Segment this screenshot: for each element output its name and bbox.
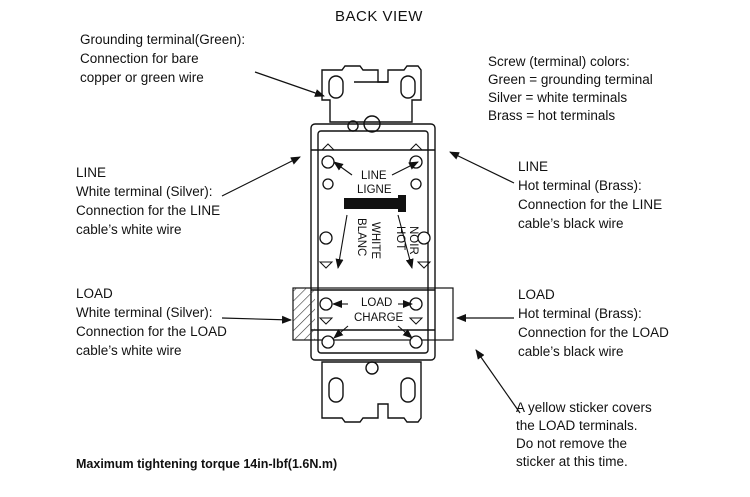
hot-side-screw-icon bbox=[417, 231, 431, 245]
sticker-note-2: the LOAD terminals. bbox=[516, 418, 638, 433]
load-white-desc-3: cable’s white wire bbox=[76, 343, 182, 358]
line-hot-desc-3: cable’s black wire bbox=[518, 216, 624, 231]
bottom-mounting-strap bbox=[321, 361, 422, 423]
white-side-screw-icon bbox=[319, 231, 333, 245]
load-hot-desc-3: cable’s black wire bbox=[518, 344, 624, 359]
device-label-charge: CHARGE bbox=[354, 312, 404, 324]
screw-color-green: Green = grounding terminal bbox=[488, 72, 653, 87]
line-hot-screw-icon bbox=[409, 155, 423, 169]
line-white-desc-1: White terminal (Silver): bbox=[76, 184, 213, 199]
line-white-desc-2: Connection for the LINE bbox=[76, 203, 221, 218]
device-label-white: WHITE bbox=[369, 222, 381, 259]
device-label-ligne: LIGNE bbox=[357, 184, 392, 196]
load-white-arrow bbox=[221, 315, 292, 324]
sticker-note-3: Do not remove the bbox=[516, 436, 628, 451]
line-hot-arrow bbox=[449, 151, 515, 184]
load-white-heading: LOAD bbox=[76, 286, 113, 301]
sticker-note-4: sticker at this time. bbox=[516, 454, 628, 469]
device-label-hot: HOT bbox=[394, 226, 406, 250]
screw-color-silver: Silver = white terminals bbox=[488, 90, 628, 105]
grounding-desc-2: copper or green wire bbox=[80, 70, 204, 85]
load-white-desc-2: Connection for the LOAD bbox=[76, 324, 227, 339]
load-hot-heading: LOAD bbox=[518, 287, 555, 302]
screw-colors-heading: Screw (terminal) colors: bbox=[488, 54, 630, 69]
load-hot-desc-2: Connection for the LOAD bbox=[518, 325, 669, 340]
line-white-arrow bbox=[221, 156, 301, 197]
sticker-note-1: A yellow sticker covers bbox=[516, 400, 652, 415]
grounding-heading: Grounding terminal(Green): bbox=[80, 32, 246, 47]
page-title: BACK VIEW bbox=[335, 8, 423, 25]
device-label-blanc: BLANC bbox=[355, 218, 367, 256]
receptacle-body bbox=[310, 123, 436, 361]
sticker-hatch-left bbox=[293, 288, 315, 340]
top-strap-slot-left bbox=[328, 75, 344, 99]
sticker-arrow bbox=[475, 349, 521, 414]
bottom-strap-slot-right bbox=[400, 377, 416, 403]
internal-conductor-bar bbox=[344, 198, 404, 209]
line-white-screw-icon bbox=[321, 155, 335, 169]
device-label-load: LOAD bbox=[361, 297, 392, 309]
line-hot-desc-1: Hot terminal (Brass): bbox=[518, 178, 642, 193]
top-mounting-strap bbox=[321, 65, 422, 123]
torque-note: Maximum tightening torque 14in-lbf(1.6N.… bbox=[76, 457, 338, 471]
line-white-heading: LINE bbox=[76, 165, 107, 180]
screw-color-brass: Brass = hot terminals bbox=[488, 108, 616, 123]
load-hot-desc-1: Hot terminal (Brass): bbox=[518, 306, 642, 321]
line-hot-heading: LINE bbox=[518, 159, 549, 174]
line-white-desc-3: cable’s white wire bbox=[76, 222, 182, 237]
load-white-screw-icon bbox=[319, 297, 333, 311]
top-strap-slot-right bbox=[400, 75, 416, 99]
device-label-line: LINE bbox=[361, 170, 387, 182]
load-white-desc-1: White terminal (Silver): bbox=[76, 305, 213, 320]
grounding-arrow bbox=[254, 71, 325, 97]
device-label-noir: NOIR bbox=[407, 226, 419, 255]
grounding-screw-icon bbox=[347, 120, 359, 132]
grounding-desc-1: Connection for bare bbox=[80, 51, 199, 66]
bottom-strap-slot-left bbox=[328, 377, 344, 403]
line-hot-desc-2: Connection for the LINE bbox=[518, 197, 663, 212]
